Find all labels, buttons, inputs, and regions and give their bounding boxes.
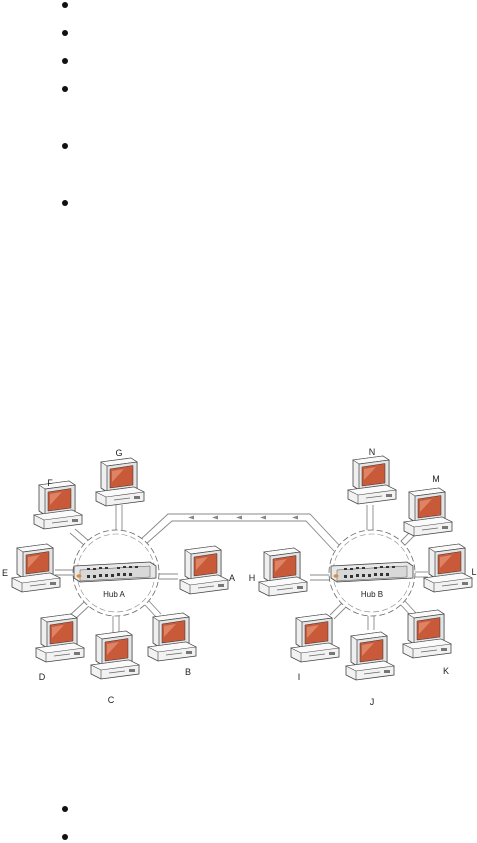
hub-b[interactable]: Hub B [330,561,414,599]
bullet-dot-icon [62,30,68,36]
computer-l[interactable] [423,543,473,593]
hub-b-label: Hub B [361,590,383,599]
computer-n[interactable] [347,455,397,505]
computer-d[interactable] [35,613,85,663]
label-n: N [369,447,376,457]
label-c: C [108,695,115,705]
bullet-dot-icon [62,58,68,64]
bullet-dot-icon [62,200,68,206]
computer-j[interactable] [345,631,395,681]
hub-a[interactable]: Hub A [73,561,157,599]
label-m: M [432,474,440,484]
label-f: F [47,478,53,488]
link-arrows [188,515,298,520]
computer-a[interactable] [179,545,229,595]
computer-m[interactable] [403,487,453,537]
network-hub-icon [330,561,414,583]
computer-k[interactable] [402,609,452,659]
computer-i[interactable] [290,613,340,663]
computer-e[interactable] [11,543,61,593]
bullet-dot-icon [62,86,68,92]
label-l: L [471,567,476,577]
label-j: J [370,697,375,707]
bullet-dot-icon [62,806,68,812]
computer-c[interactable] [90,630,140,680]
network-hub-icon [73,561,157,583]
label-a: A [229,573,235,583]
hub-a-label: Hub A [103,590,125,599]
label-h: H [249,573,256,583]
label-i: I [298,672,301,682]
bullet-dot-icon [62,2,68,8]
label-g: G [115,448,122,458]
computer-b[interactable] [147,612,197,662]
label-e: E [2,568,8,578]
computer-h[interactable] [258,547,308,597]
computer-g[interactable] [95,457,145,507]
label-k: K [443,666,449,676]
bullet-dot-icon [62,143,68,149]
bullet-dot-icon [62,834,68,840]
computer-f[interactable] [33,480,83,530]
label-d: D [39,672,46,682]
label-b: B [185,667,191,677]
